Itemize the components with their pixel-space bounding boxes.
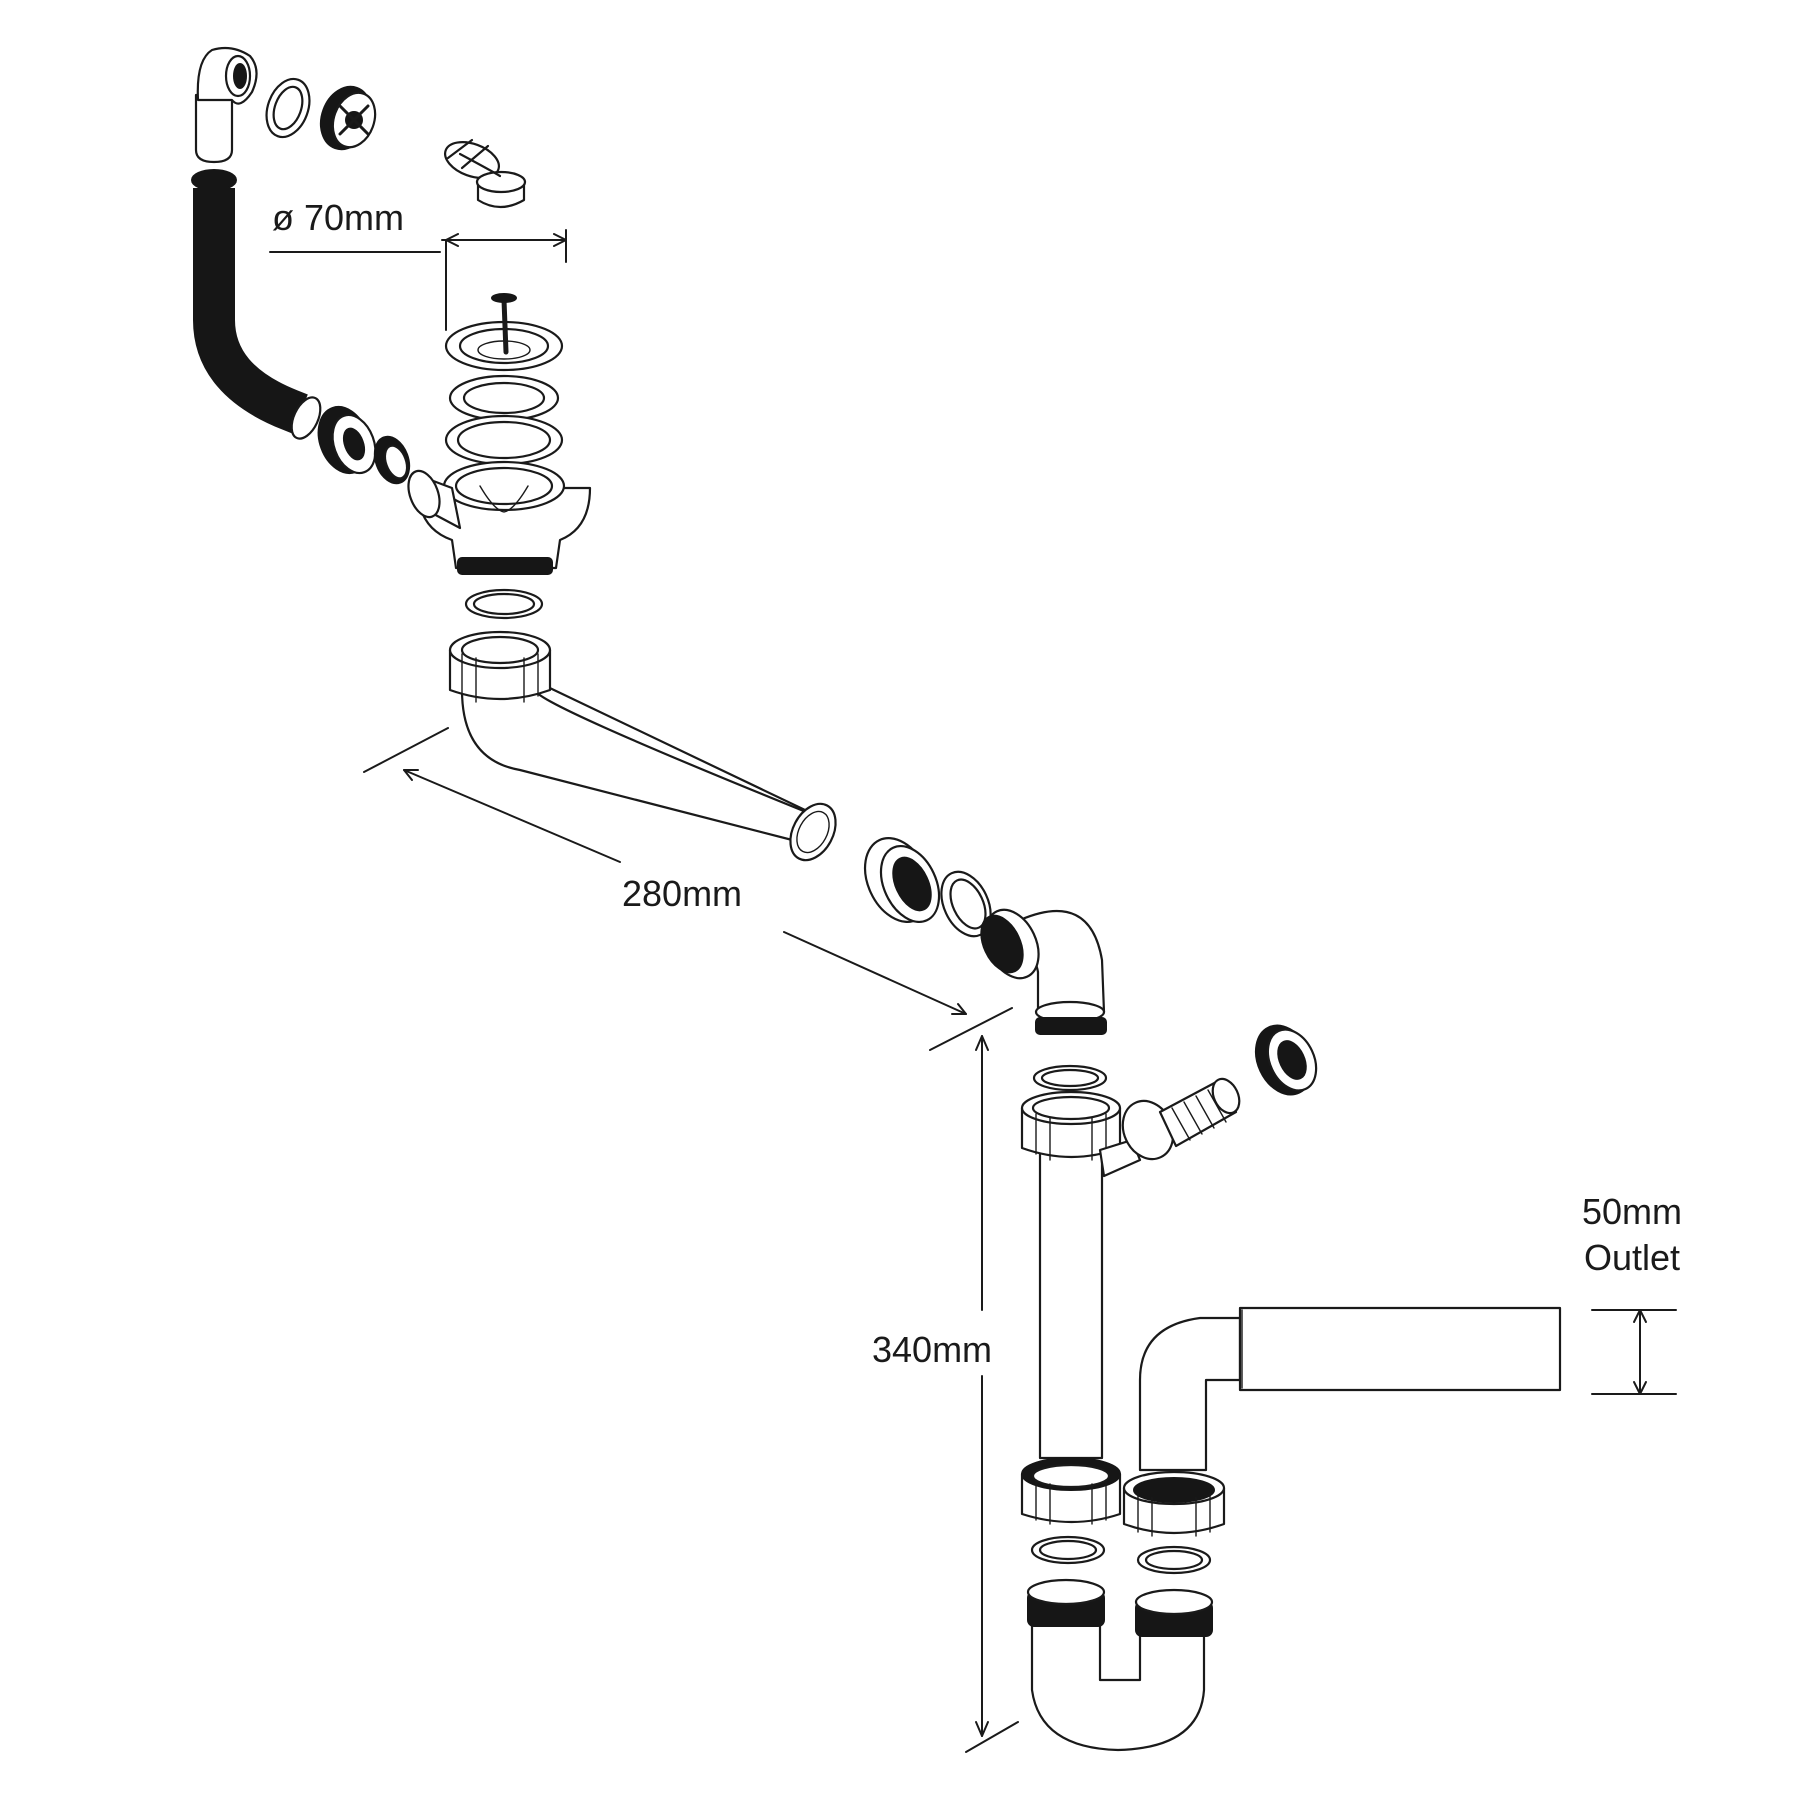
outlet-riser	[1138, 1316, 1242, 1472]
elbow-union-nut	[863, 837, 941, 923]
standpipe-bottom-nut	[1020, 1457, 1122, 1525]
appliance-nut	[1254, 1024, 1318, 1096]
dimension-vertical-pipe	[965, 1035, 1019, 1753]
trap-right-nut	[1122, 1470, 1226, 1537]
trap-left-washer	[1030, 1535, 1106, 1565]
trap-bend	[1026, 1578, 1214, 1752]
horizontal-pipe-length-label: 280mm	[622, 873, 742, 914]
dimension-strainer-diameter	[269, 229, 567, 331]
overflow-nut-washer	[373, 435, 411, 485]
overflow-hose	[191, 169, 322, 440]
overflow-nut	[317, 406, 377, 475]
pipe-elbow	[980, 908, 1107, 1035]
dimension-outlet	[1591, 1309, 1677, 1395]
strainer-diameter-label: ø 70mm	[272, 197, 404, 238]
overflow-inlet-spigot	[407, 469, 462, 530]
standpipe	[1038, 1138, 1104, 1460]
dimension-horizontal-pipe	[363, 727, 1013, 1051]
appliance-connector	[1158, 1077, 1241, 1148]
overflow-grille	[319, 85, 377, 151]
strainer-outlet-washer	[464, 588, 544, 620]
strainer-rubber-washer	[448, 374, 560, 422]
strainer-flange	[444, 293, 564, 372]
strainer-body	[416, 414, 592, 575]
top-union-nut	[448, 630, 552, 703]
standpipe-washer	[1032, 1064, 1108, 1092]
trap-right-washer	[1136, 1545, 1212, 1575]
plug-and-chain	[444, 138, 527, 209]
overflow-washer	[265, 77, 311, 139]
standpipe-top-nut	[1020, 1090, 1122, 1161]
outlet-size-label: 50mm	[1582, 1191, 1682, 1232]
vertical-pipe-length-label: 340mm	[872, 1329, 992, 1370]
overflow-elbow	[194, 46, 258, 164]
outlet-word-label: Outlet	[1584, 1237, 1680, 1278]
outlet-pipe	[1238, 1306, 1562, 1392]
